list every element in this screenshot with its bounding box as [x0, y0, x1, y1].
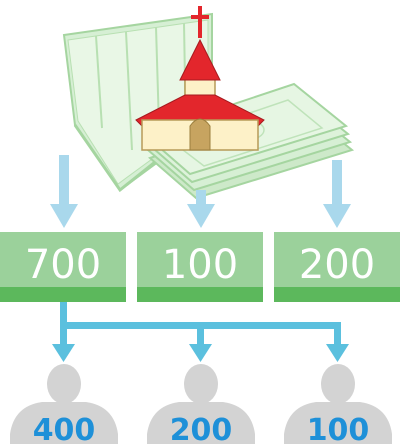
- arrow-to-person-3: [326, 344, 349, 362]
- value-box-2-label: 100: [162, 242, 238, 288]
- church-icon: [135, 6, 265, 151]
- value-box-3: 200: [274, 232, 400, 302]
- person-3: 100: [284, 364, 392, 444]
- person-2-icon: [147, 364, 255, 444]
- value-box-3-label: 200: [299, 242, 375, 288]
- arrows-to-boxes: [50, 155, 351, 228]
- person-3-value: 100: [307, 413, 370, 444]
- distribution-connector: [52, 302, 349, 362]
- person-2: 200: [147, 364, 255, 444]
- arrow-to-person-1: [52, 344, 75, 362]
- person-1-icon: [10, 364, 118, 444]
- value-box-2: 100: [137, 232, 263, 302]
- arrow-to-person-2: [189, 344, 212, 362]
- arrow-to-box-2: [187, 190, 215, 228]
- value-box-1-label: 700: [25, 242, 101, 288]
- value-box-1: 700: [0, 232, 126, 302]
- person-3-icon: [284, 364, 392, 444]
- person-1: 400: [10, 364, 118, 444]
- person-1-value: 400: [33, 413, 96, 444]
- person-2-value: 200: [170, 413, 233, 444]
- arrow-to-box-3: [323, 160, 351, 228]
- arrow-to-box-1: [50, 155, 78, 228]
